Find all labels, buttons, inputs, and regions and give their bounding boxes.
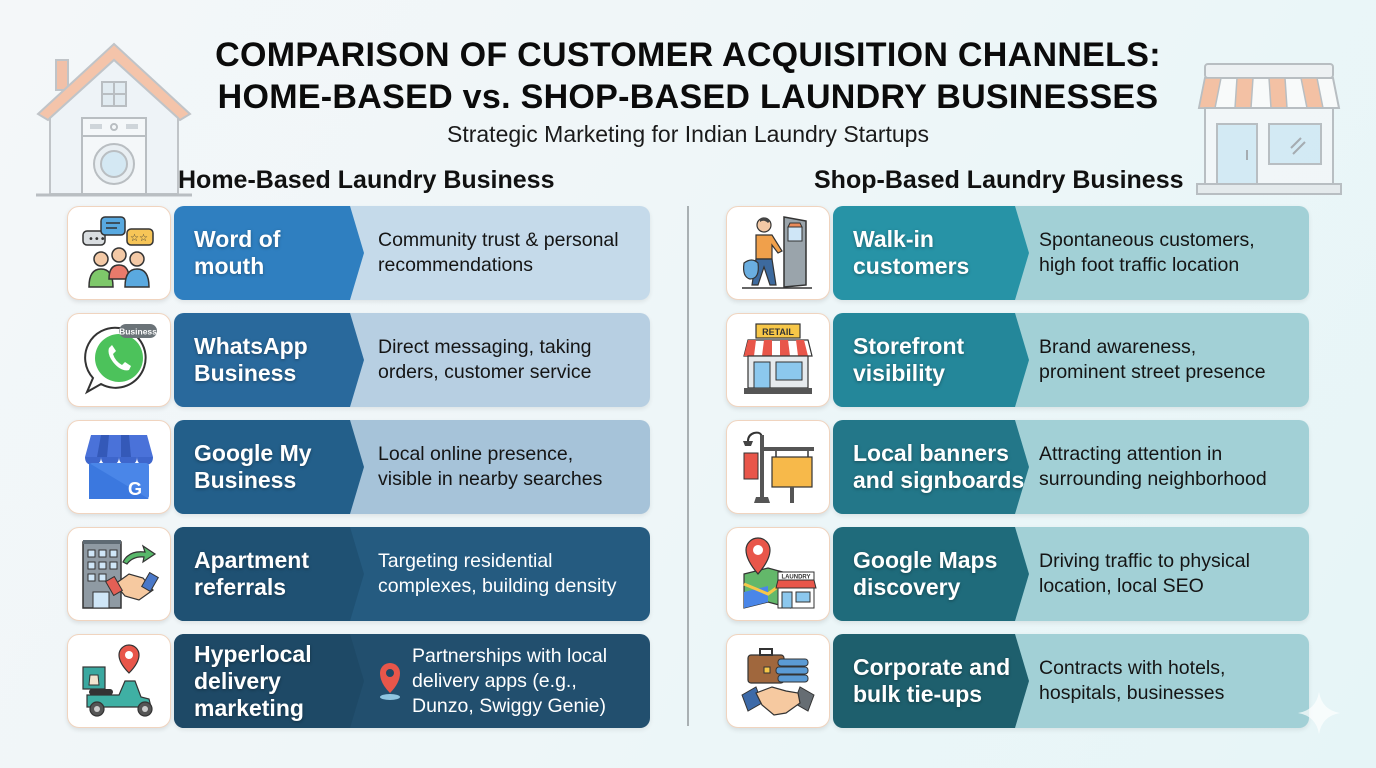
svg-text:G: G (128, 479, 142, 499)
google-maps-icon: LAUNDRY (726, 527, 830, 621)
channel-description: Local online presence,visible in nearby … (378, 443, 603, 490)
signboard-icon (726, 420, 830, 514)
house-washing-machine-icon (36, 42, 192, 197)
location-pin-icon (380, 663, 400, 700)
word-of-mouth-icon: ••• ☆☆ (67, 206, 171, 300)
walk-in-customer-icon (726, 206, 830, 300)
whatsapp-business-icon: Business (67, 313, 171, 407)
retail-storefront-icon: RETAIL (726, 313, 830, 407)
apartment-referral-icon (67, 527, 171, 621)
google-my-business-icon: G (67, 420, 171, 514)
home-column-heading: Home-Based Laundry Business (178, 166, 555, 194)
channel-description: Contracts with hotels,hospitals, busines… (1039, 657, 1226, 704)
svg-text:•••: ••• (88, 234, 106, 245)
page-title: COMPARISON OF CUSTOMER ACQUISITION CHANN… (0, 34, 1376, 118)
column-divider (687, 206, 689, 726)
storefront-icon (1196, 63, 1342, 195)
delivery-scooter-icon (67, 634, 171, 728)
shop-column-heading: Shop-Based Laundry Business (814, 166, 1184, 194)
channel-description: Spontaneous customers,high foot traffic … (1039, 229, 1255, 276)
title-line-1: COMPARISON OF CUSTOMER ACQUISITION CHANN… (215, 36, 1161, 74)
svg-text:☆☆: ☆☆ (130, 233, 148, 244)
corporate-handshake-icon (726, 634, 830, 728)
svg-text:RETAIL: RETAIL (762, 327, 794, 337)
page-subtitle: Strategic Marketing for Indian Laundry S… (447, 121, 929, 147)
svg-text:LAUNDRY: LAUNDRY (781, 575, 810, 581)
channel-description: Brand awareness,prominent street presenc… (1039, 336, 1266, 383)
title-line-2: HOME-BASED vs. SHOP-BASED LAUNDRY BUSINE… (217, 78, 1159, 116)
sparkle-icon (1298, 692, 1340, 734)
svg-text:Business: Business (119, 327, 157, 337)
